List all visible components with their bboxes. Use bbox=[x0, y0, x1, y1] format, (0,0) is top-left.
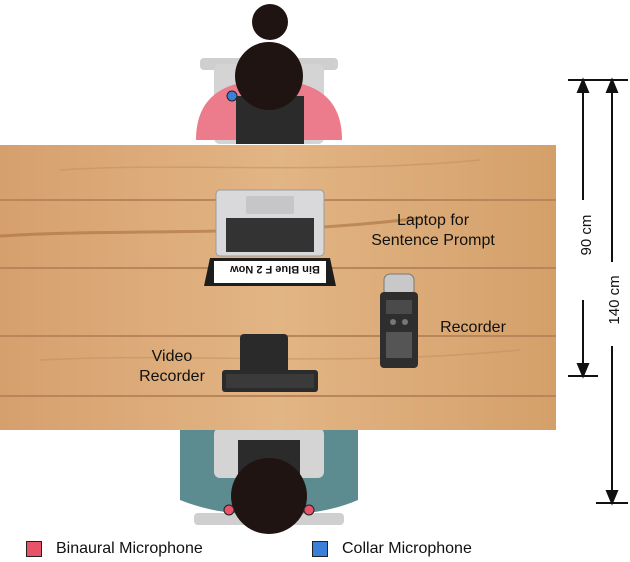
legend-item-binaural: Binaural Microphone bbox=[26, 540, 203, 558]
dimension-90cm bbox=[568, 77, 598, 379]
collar-microphone-marker bbox=[226, 90, 238, 102]
top-person bbox=[196, 4, 342, 144]
dimension-140cm bbox=[596, 77, 628, 506]
laptop-image bbox=[204, 189, 336, 286]
video-recorder-label: Video Recorder bbox=[139, 348, 205, 385]
audio-recorder-image bbox=[380, 273, 418, 368]
video-camera-image bbox=[222, 334, 318, 392]
legend-item-collar: Collar Microphone bbox=[312, 540, 472, 558]
legend-label-binaural: Binaural Microphone bbox=[56, 540, 203, 557]
dimension-140cm-label: 140 cm bbox=[606, 275, 623, 325]
collar-swatch bbox=[312, 541, 328, 557]
laptop-screen-text: Bin Blue F 2 Now bbox=[230, 263, 320, 275]
binaural-microphone-right-marker bbox=[303, 504, 315, 516]
binaural-swatch bbox=[26, 541, 42, 557]
dimension-90cm-label: 90 cm bbox=[578, 214, 595, 256]
binaural-microphone-left-marker bbox=[223, 504, 235, 516]
bottom-person bbox=[180, 428, 358, 534]
laptop-label: Laptop for Sentence Prompt bbox=[371, 212, 495, 249]
recorder-label: Recorder bbox=[440, 319, 506, 336]
legend-label-collar: Collar Microphone bbox=[342, 540, 472, 557]
